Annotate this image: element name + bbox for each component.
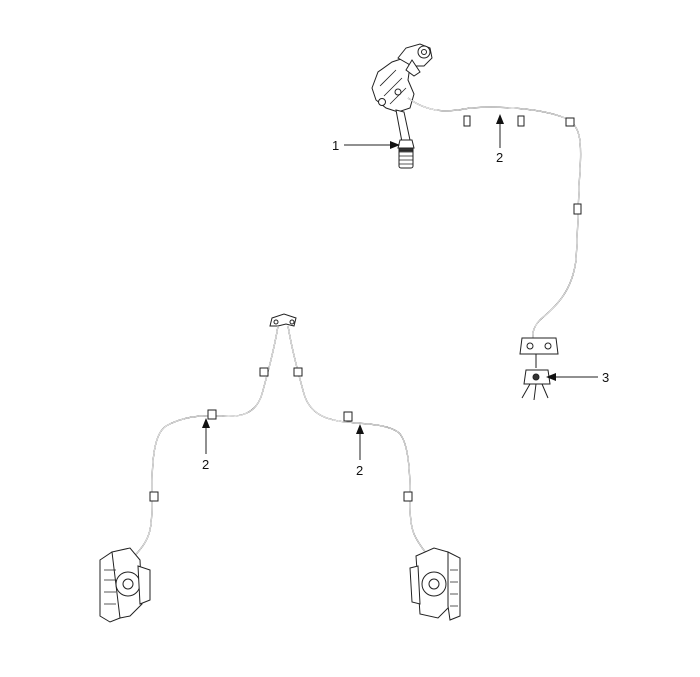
front-parking-brake-cable	[407, 97, 582, 368]
callout-1: 1	[332, 138, 400, 153]
callout-2-right-rear: 2	[356, 424, 364, 478]
svg-text:2: 2	[496, 150, 503, 165]
cable-equalizer-assembly	[521, 369, 551, 401]
callout-2-front-cable: 2	[496, 114, 504, 165]
callout-2-left-rear: 2	[202, 418, 210, 472]
svg-text:2: 2	[356, 463, 363, 478]
rear-cable-junction	[269, 313, 297, 327]
svg-text:3: 3	[602, 370, 609, 385]
rear-brake-right	[409, 547, 461, 621]
callout-3: 3	[546, 370, 609, 385]
rear-cable-left	[123, 325, 279, 571]
svg-text:1: 1	[332, 138, 339, 153]
parking-brake-lever-assembly	[371, 43, 433, 169]
svg-text:2: 2	[202, 457, 209, 472]
rear-cable-right	[287, 325, 437, 569]
rear-brake-left	[99, 547, 151, 623]
